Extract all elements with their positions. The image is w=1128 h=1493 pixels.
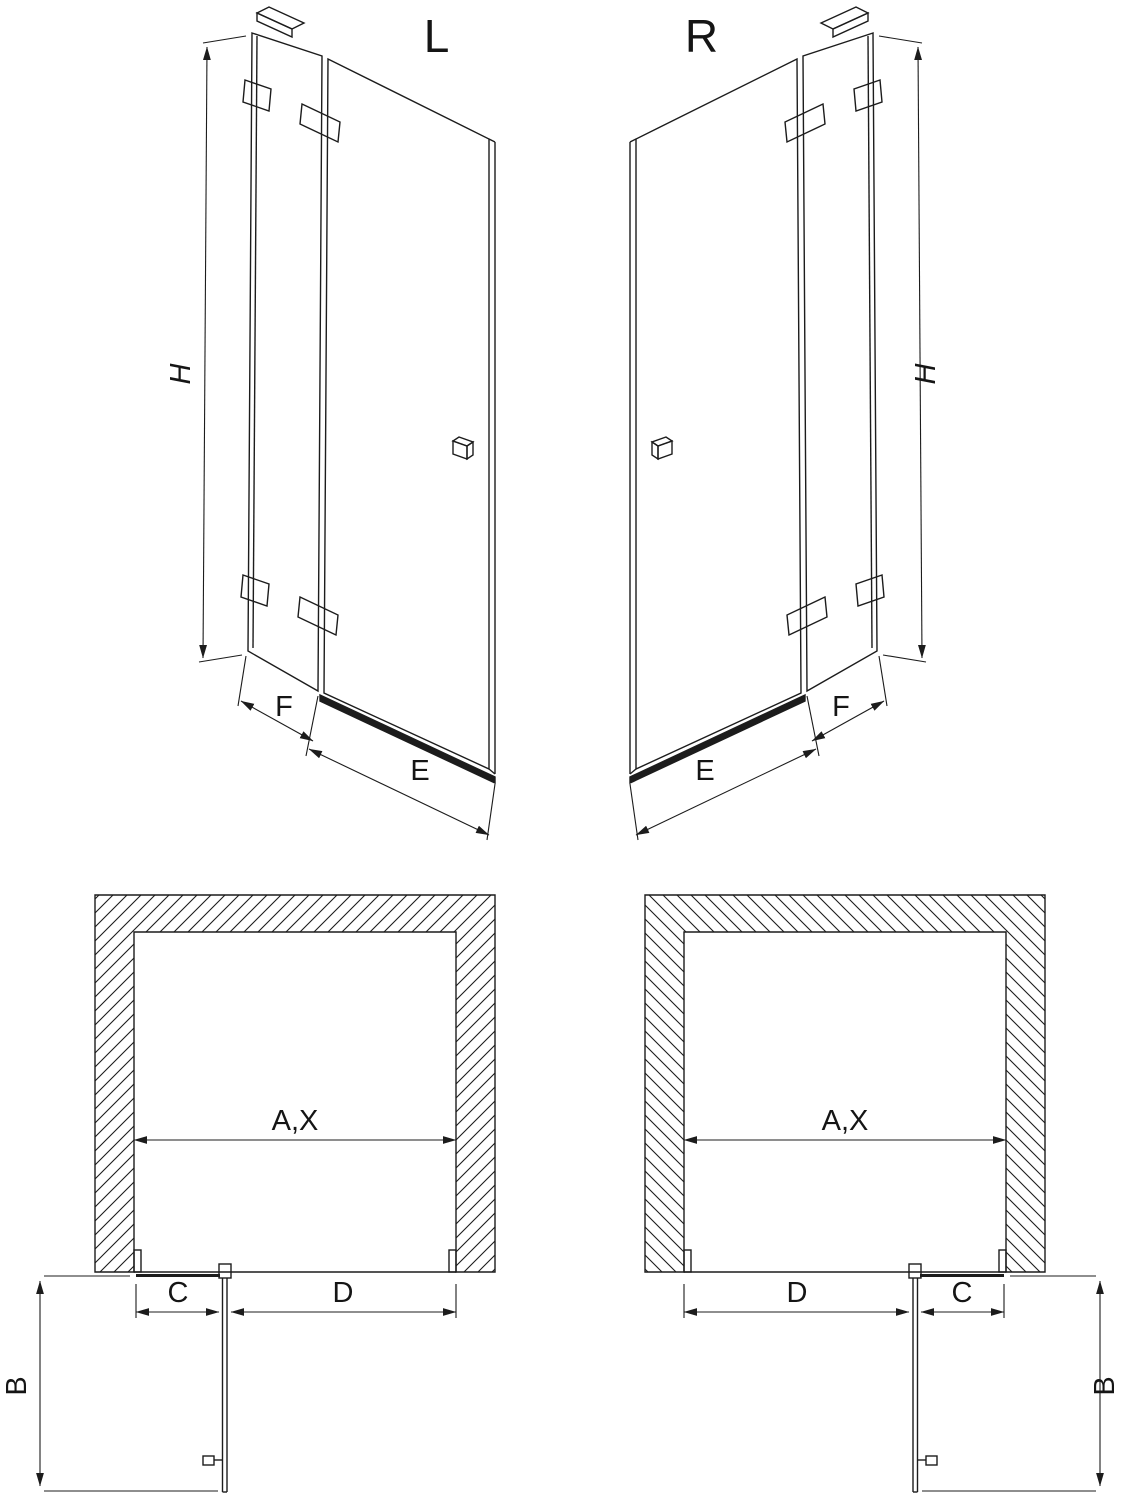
left-overall-width-label: A,X	[272, 1105, 319, 1137]
right-depth-label: B	[1089, 1376, 1121, 1395]
left-door-3d-view	[199, 7, 495, 840]
right-plan-view	[645, 895, 1100, 1492]
left-variant-label: L	[424, 10, 451, 62]
right-fixed-width-label: F	[832, 691, 850, 723]
right-overall-width-label: A,X	[822, 1105, 869, 1137]
left-fixed-width-label: F	[275, 691, 293, 723]
left-fixed-segment-label: C	[168, 1277, 189, 1309]
right-plan-geometry	[645, 895, 1100, 1492]
right-door-width-label: E	[695, 755, 714, 787]
left-depth-label: B	[1, 1376, 33, 1395]
right-height-label: H	[910, 363, 942, 384]
left-door-width-label: E	[410, 755, 429, 787]
right-door-segment-label: D	[787, 1277, 808, 1309]
left-height-label: H	[165, 363, 197, 384]
right-variant-label: R	[685, 10, 719, 62]
right-door-3d-view	[630, 7, 926, 840]
left-plan-view	[40, 895, 495, 1492]
right-fixed-segment-label: C	[952, 1277, 973, 1309]
right-door-3d-geometry	[630, 7, 926, 840]
left-door-segment-label: D	[333, 1277, 354, 1309]
